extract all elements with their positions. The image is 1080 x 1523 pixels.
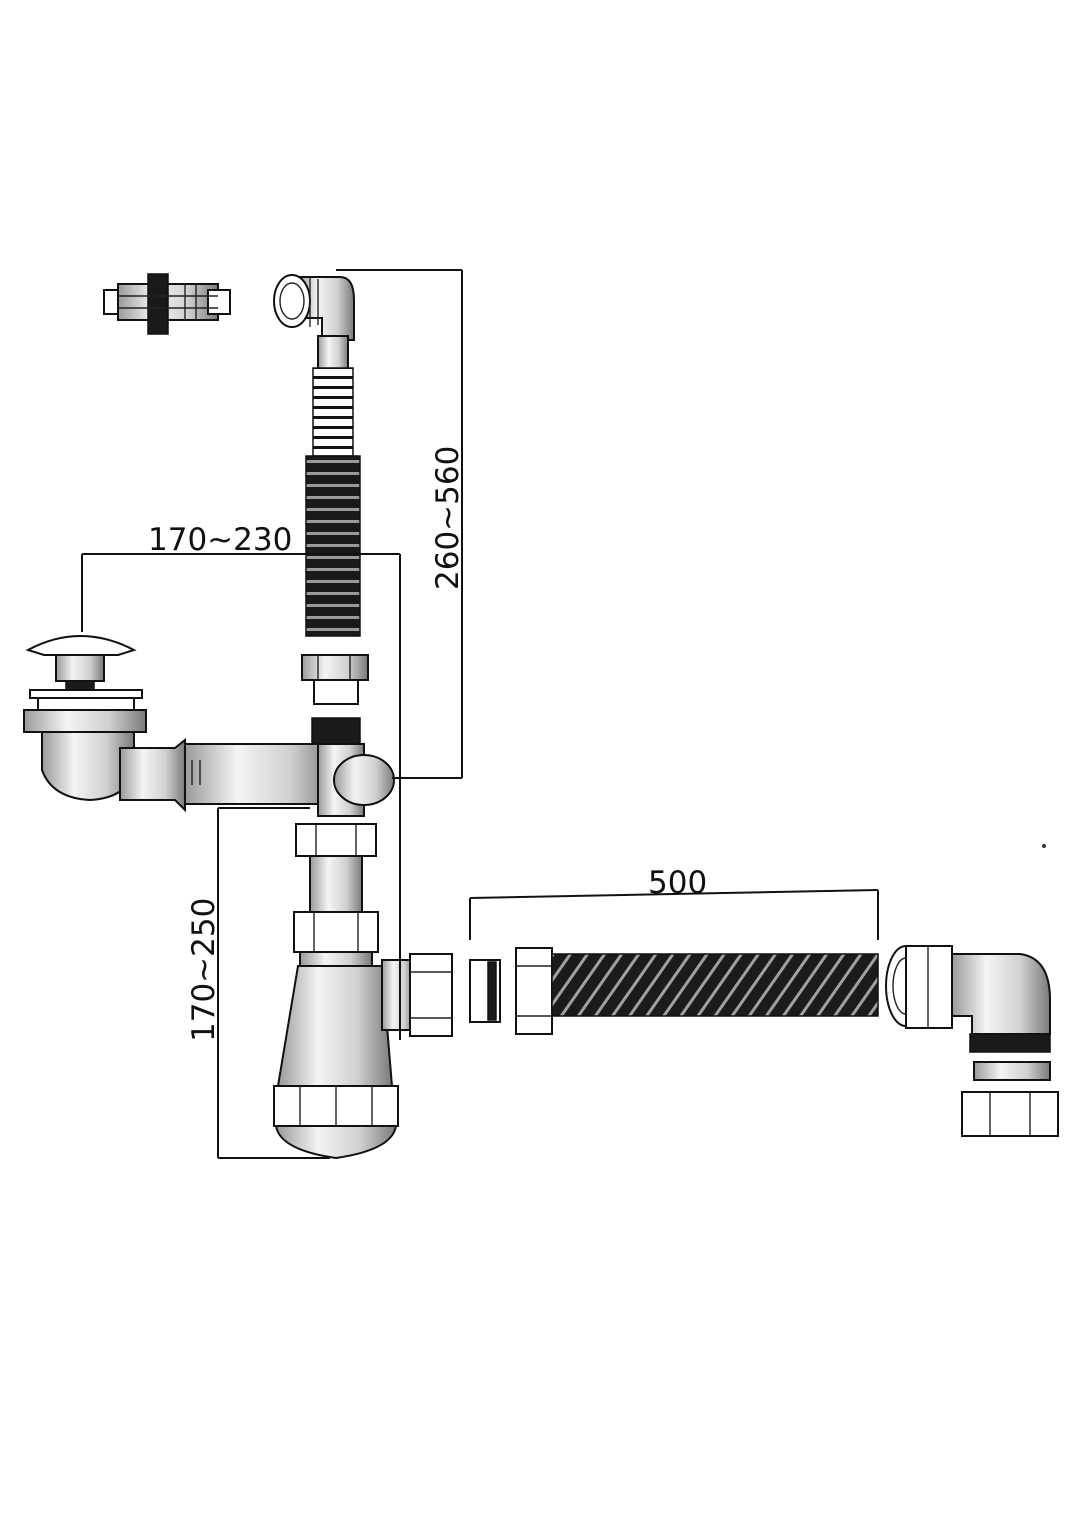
horizontal-waste-pipe — [119, 737, 395, 817]
dimension-lines — [81, 269, 879, 1159]
dimension-label-overflow-width: 170~230 — [148, 522, 292, 558]
overflow-head — [273, 274, 355, 371]
bottle-trap — [273, 823, 453, 1160]
dimension-label-hose-length: 500 — [648, 865, 707, 901]
spare-spring-clip-part — [103, 273, 231, 335]
bath-waste-plug — [23, 635, 147, 802]
overflow-corrugated-hose — [301, 367, 369, 745]
dimension-label-overflow-height: 260~560 — [430, 446, 466, 590]
drain-hose — [469, 947, 879, 1035]
dimension-label-trap-height: 170~250 — [186, 898, 222, 1042]
elbow-connector — [885, 844, 1059, 1137]
